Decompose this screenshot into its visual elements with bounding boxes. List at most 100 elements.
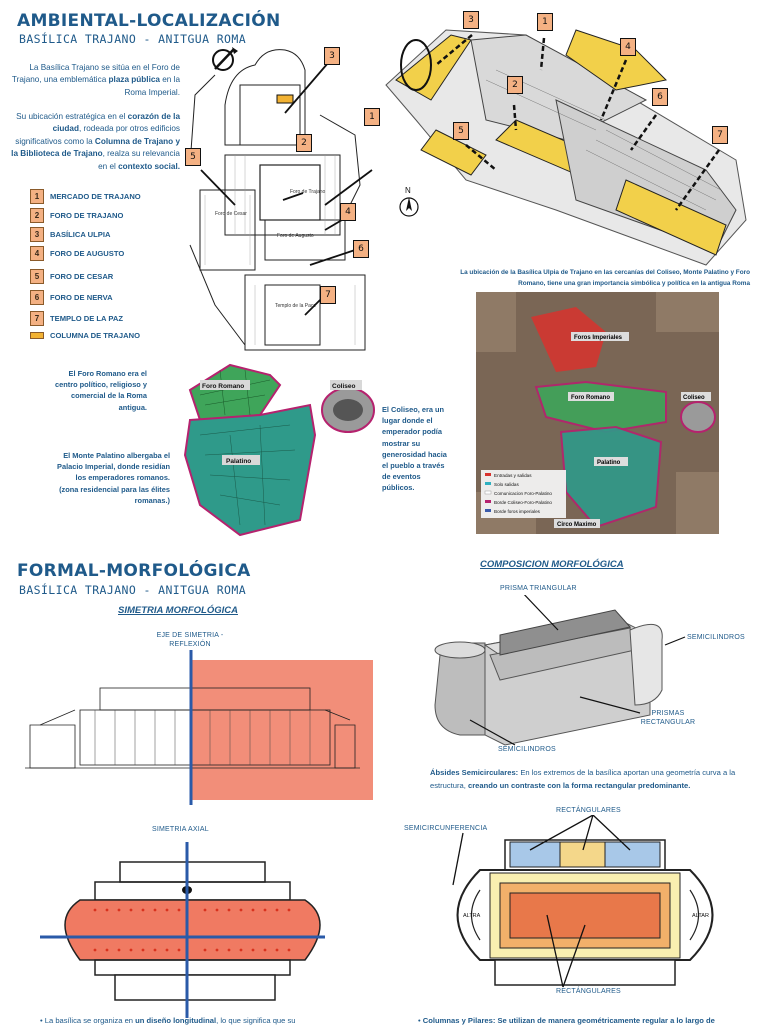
plan-marker-5: 5 <box>185 148 201 166</box>
intro-text-1: La Basílica Trajano se sitúa en el Foro … <box>12 63 180 97</box>
label-semicircunferencia: SEMICIRCUNFERENCIA <box>404 825 488 832</box>
aerial-caption: La ubicación de la Basílica Ulpia de Tra… <box>460 269 750 287</box>
axo-marker-7: 7 <box>712 126 728 144</box>
north-label: N <box>405 186 411 195</box>
axo-marker-3: 3 <box>463 11 479 29</box>
label-semicilindros-left: SEMICILINDROS <box>498 746 556 753</box>
intro2-part-3: Columna de Trajano y la Biblioteca de Tr… <box>11 136 180 159</box>
plan-label-foro-augusto: Foro de Augusto <box>277 233 314 239</box>
map-label-foro-romano: Foro Romano <box>202 383 244 390</box>
roman-forum-map: Foro Romano Coliseo Palatino <box>183 363 375 537</box>
compass-icon <box>212 47 238 71</box>
section1-subtitle: BASÍLICA TRAJANO - ANITGUA ROMA <box>19 32 247 46</box>
composicion-heading: COMPOSICION MORFOLÓGICA <box>480 559 624 570</box>
palatino-text: El Monte Palatino albergaba el Palacio I… <box>57 451 170 505</box>
legend-item-1: 1 MERCADO DE TRAJANO <box>30 188 141 204</box>
legend-label: FORO DE AUGUSTO <box>50 248 125 258</box>
legend-label: MERCADO DE TRAJANO <box>50 191 141 201</box>
map-legend-1: Solo salidas <box>494 482 519 487</box>
label-rectangulares-bottom: RECTÁNGULARES <box>556 988 621 995</box>
bottomright-part-0: Columnas y Pilares: <box>422 1016 496 1025</box>
legend-item-4: 4 FORO DE AUGUSTO <box>30 245 125 261</box>
bottomleft-part-0: La basílica se organiza en <box>44 1016 136 1025</box>
elevation-symmetry-drawing <box>25 650 373 805</box>
plan-marker-6: 6 <box>353 240 369 258</box>
map-legend-0: Entradas y salidas <box>494 473 532 478</box>
intro2-part-2: , rodeada por otros edificios significat… <box>15 124 180 146</box>
site-plan-drawing: Foro de Trajano Foro de Cesar Foro de Au… <box>189 49 373 351</box>
intro2-part-1: corazón de la ciudad <box>52 112 180 134</box>
legend-number: 4 <box>30 245 44 261</box>
altar-left-label: ALTRA <box>463 913 481 919</box>
axo-marker-4: 4 <box>620 38 636 56</box>
plan-label-foro-cesar: Foro de Cesar <box>215 211 247 217</box>
intro-text-2: Su ubicación estratégica en el corazón d… <box>11 112 180 171</box>
bottom-left-bullet: • La basílica se organiza en un diseño l… <box>40 1016 296 1025</box>
intro1-part-0: La Basílica Trajano se sitúa en el Foro … <box>11 63 180 85</box>
plan-marker-4: 4 <box>340 203 356 221</box>
plan-marker-1: 1 <box>364 108 380 126</box>
axo-marker-5: 5 <box>453 122 469 140</box>
plan-marker-7: 7 <box>320 286 336 304</box>
aerial-label-circo: Circo Maximo <box>557 522 597 528</box>
legend-number: 1 <box>30 188 44 204</box>
intro1-part-2: en la Roma Imperial. <box>124 75 180 97</box>
bottom-right-text: Columnas y Pilares: Se utilizan de maner… <box>423 1016 715 1025</box>
intro1-part-1: plaza pública <box>108 75 160 85</box>
bottomleft-part-2: , lo que significa que su <box>216 1016 296 1025</box>
axo-marker-2: 2 <box>507 76 523 94</box>
absides-part-2: creando un contraste con la forma rectan… <box>467 780 691 790</box>
bottomleft-part-1: un diseño longitudinal <box>135 1016 217 1025</box>
section1-title: AMBIENTAL-LOCALIZACIÓN <box>17 11 281 31</box>
aerial-label-coliseo: Coliseo <box>683 395 705 401</box>
label-prisma-triangular: PRISMA TRIANGULAR <box>500 585 577 592</box>
axial-symmetry-plan <box>40 842 325 1018</box>
intro-paragraph: La Basílica Trajano se sitúa en el Foro … <box>10 62 180 99</box>
map-legend-3: Borde Coliseo-Foro-Palatino <box>494 500 552 505</box>
axonometric-drawing <box>385 29 747 266</box>
intro2-part-5: contexto social. <box>118 161 180 171</box>
absides-part-1: En los extremos de la basílica aportan u… <box>430 768 736 790</box>
section2-subtitle: BASÍLICA TRAJANO - ANITGUA ROMA <box>19 583 247 597</box>
map-label-coliseo: Coliseo <box>332 383 356 390</box>
legend-item-7: 7 TEMPLO DE LA PAZ <box>30 310 123 326</box>
bottom-left-text: La basílica se organiza en un diseño lon… <box>45 1016 296 1025</box>
aerial-photo-map: Foros Imperiales Foro Romano Coliseo Pal… <box>476 292 719 534</box>
altar-right-label: ALTAR <box>692 913 709 919</box>
aerial-label-palatino: Palatino <box>597 460 621 466</box>
north-arrow-icon: N <box>399 186 419 217</box>
section2-title: FORMAL-MORFOLÓGICA <box>17 561 251 581</box>
absides-part-0: Ábsides Semicirculares: <box>430 768 519 777</box>
label-semicilindros-right: SEMICILINDROS <box>687 634 745 641</box>
legend-column-label: COLUMNA DE TRAJANO <box>50 330 140 340</box>
legend-item-5: 5 FORO DE CESAR <box>30 268 114 284</box>
absides-text: Ábsides Semicirculares: En los extremos … <box>430 768 735 790</box>
foro-romano-text: El Foro Romano era el centro político, r… <box>55 369 147 412</box>
legend-column-item: COLUMNA DE TRAJANO <box>30 328 140 342</box>
absides-bullet: Ábsides Semicirculares: En los extremos … <box>430 767 752 792</box>
simetria-axial-label: SIMETRIA AXIAL <box>152 826 209 833</box>
simetria-heading: SIMETRIA MORFOLÓGICA <box>118 605 238 616</box>
eje-simetria-label: EJE DE SIMETRIA - REFLEXIÓN <box>156 632 224 648</box>
legend-label: TEMPLO DE LA PAZ <box>50 313 123 323</box>
aerial-label-foro-romano: Foro Romano <box>571 395 610 401</box>
legend-label: FORO DE CESAR <box>50 271 114 281</box>
map-label-palatino: Palatino <box>226 458 251 465</box>
intro-paragraph-2: Su ubicación estratégica en el corazón d… <box>10 111 180 173</box>
aerial-label-foros: Foros Imperiales <box>574 335 623 341</box>
label-prismas-rectangular: PRISMAS RECTANGULAR <box>640 710 696 726</box>
intro2-part-0: Su ubicación estratégica en el <box>16 112 128 121</box>
axo-marker-6: 6 <box>652 88 668 106</box>
map-legend-4: Borde foros imperiales <box>494 509 541 514</box>
bottom-right-bullet: • Columnas y Pilares: Se utilizan de man… <box>418 1016 715 1025</box>
legend-number: 5 <box>30 268 44 284</box>
map-legend-2: Comunicacion Foro-Palatino <box>494 491 552 496</box>
axo-marker-1: 1 <box>537 13 553 31</box>
plan-composition-drawing: ALTRA ALTAR <box>452 815 714 988</box>
intro2-part-4: , realza su relevancia en el <box>98 149 180 171</box>
plan-label-templo-paz: Templo de la Pace <box>275 303 316 309</box>
legend-number: 7 <box>30 310 44 326</box>
